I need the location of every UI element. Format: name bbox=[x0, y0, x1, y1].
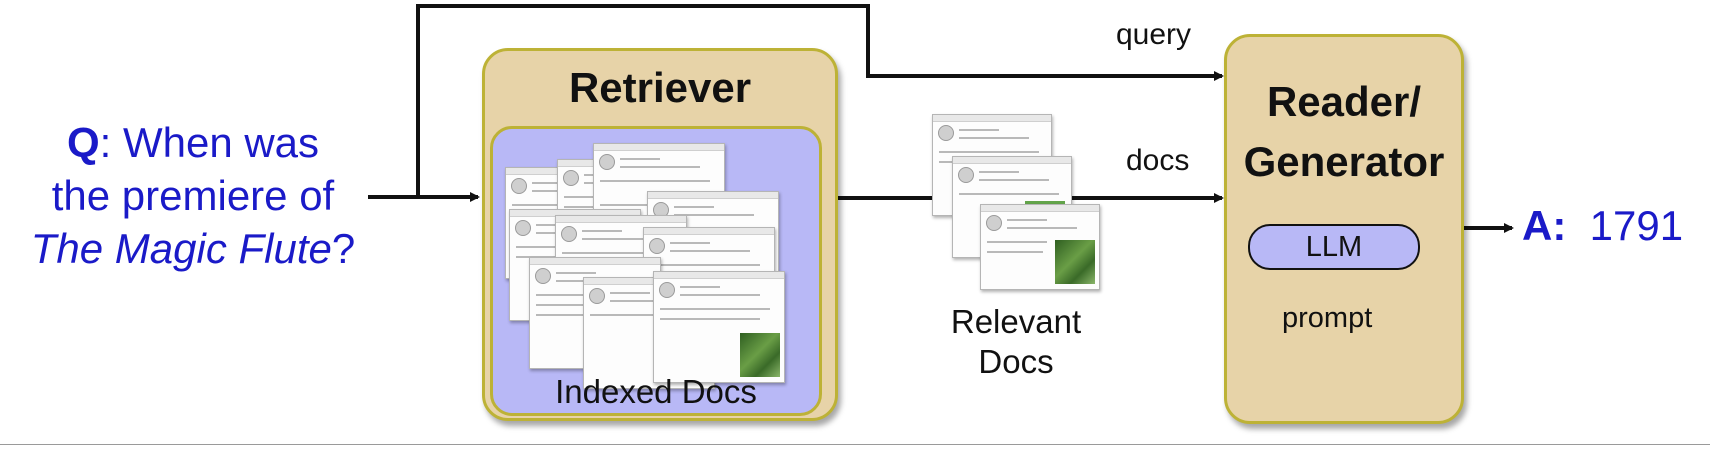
question-line2: the premiere of bbox=[51, 172, 335, 219]
indexed-docs-panel: Indexed Docs bbox=[490, 126, 822, 416]
retriever-title: Retriever bbox=[568, 64, 752, 111]
answer-text: A: 1791 bbox=[1522, 202, 1683, 250]
relevant-docs-caption: Relevant Docs bbox=[918, 302, 1114, 382]
relevant-docs-line1: Relevant bbox=[950, 303, 1082, 340]
answer-value: 1791 bbox=[1589, 202, 1684, 249]
answer-prefix: A: bbox=[1522, 202, 1567, 249]
docs-label: docs bbox=[1126, 144, 1190, 177]
question-line1: : When was bbox=[99, 119, 320, 166]
question-prefix: Q bbox=[66, 119, 100, 166]
reader-title-line2: Generator bbox=[1243, 138, 1445, 185]
query-arrow bbox=[416, 4, 1224, 197]
wikipedia-page-icon bbox=[980, 204, 1100, 290]
bottom-rule bbox=[0, 444, 1710, 445]
question-mark: ? bbox=[331, 225, 356, 272]
relevant-docs-line2: Docs bbox=[978, 343, 1054, 380]
wikipedia-page-icon bbox=[653, 271, 785, 383]
llm-node: LLM bbox=[1248, 224, 1420, 270]
query-label: query bbox=[1116, 18, 1192, 51]
indexed-docs-label: Indexed Docs bbox=[555, 373, 757, 410]
question-text: Q: When was the premiere of The Magic Fl… bbox=[8, 116, 378, 275]
question-title: The Magic Flute bbox=[30, 225, 332, 272]
prompt-label: prompt bbox=[1282, 302, 1373, 334]
reader-title-line1: Reader/ bbox=[1266, 78, 1422, 125]
